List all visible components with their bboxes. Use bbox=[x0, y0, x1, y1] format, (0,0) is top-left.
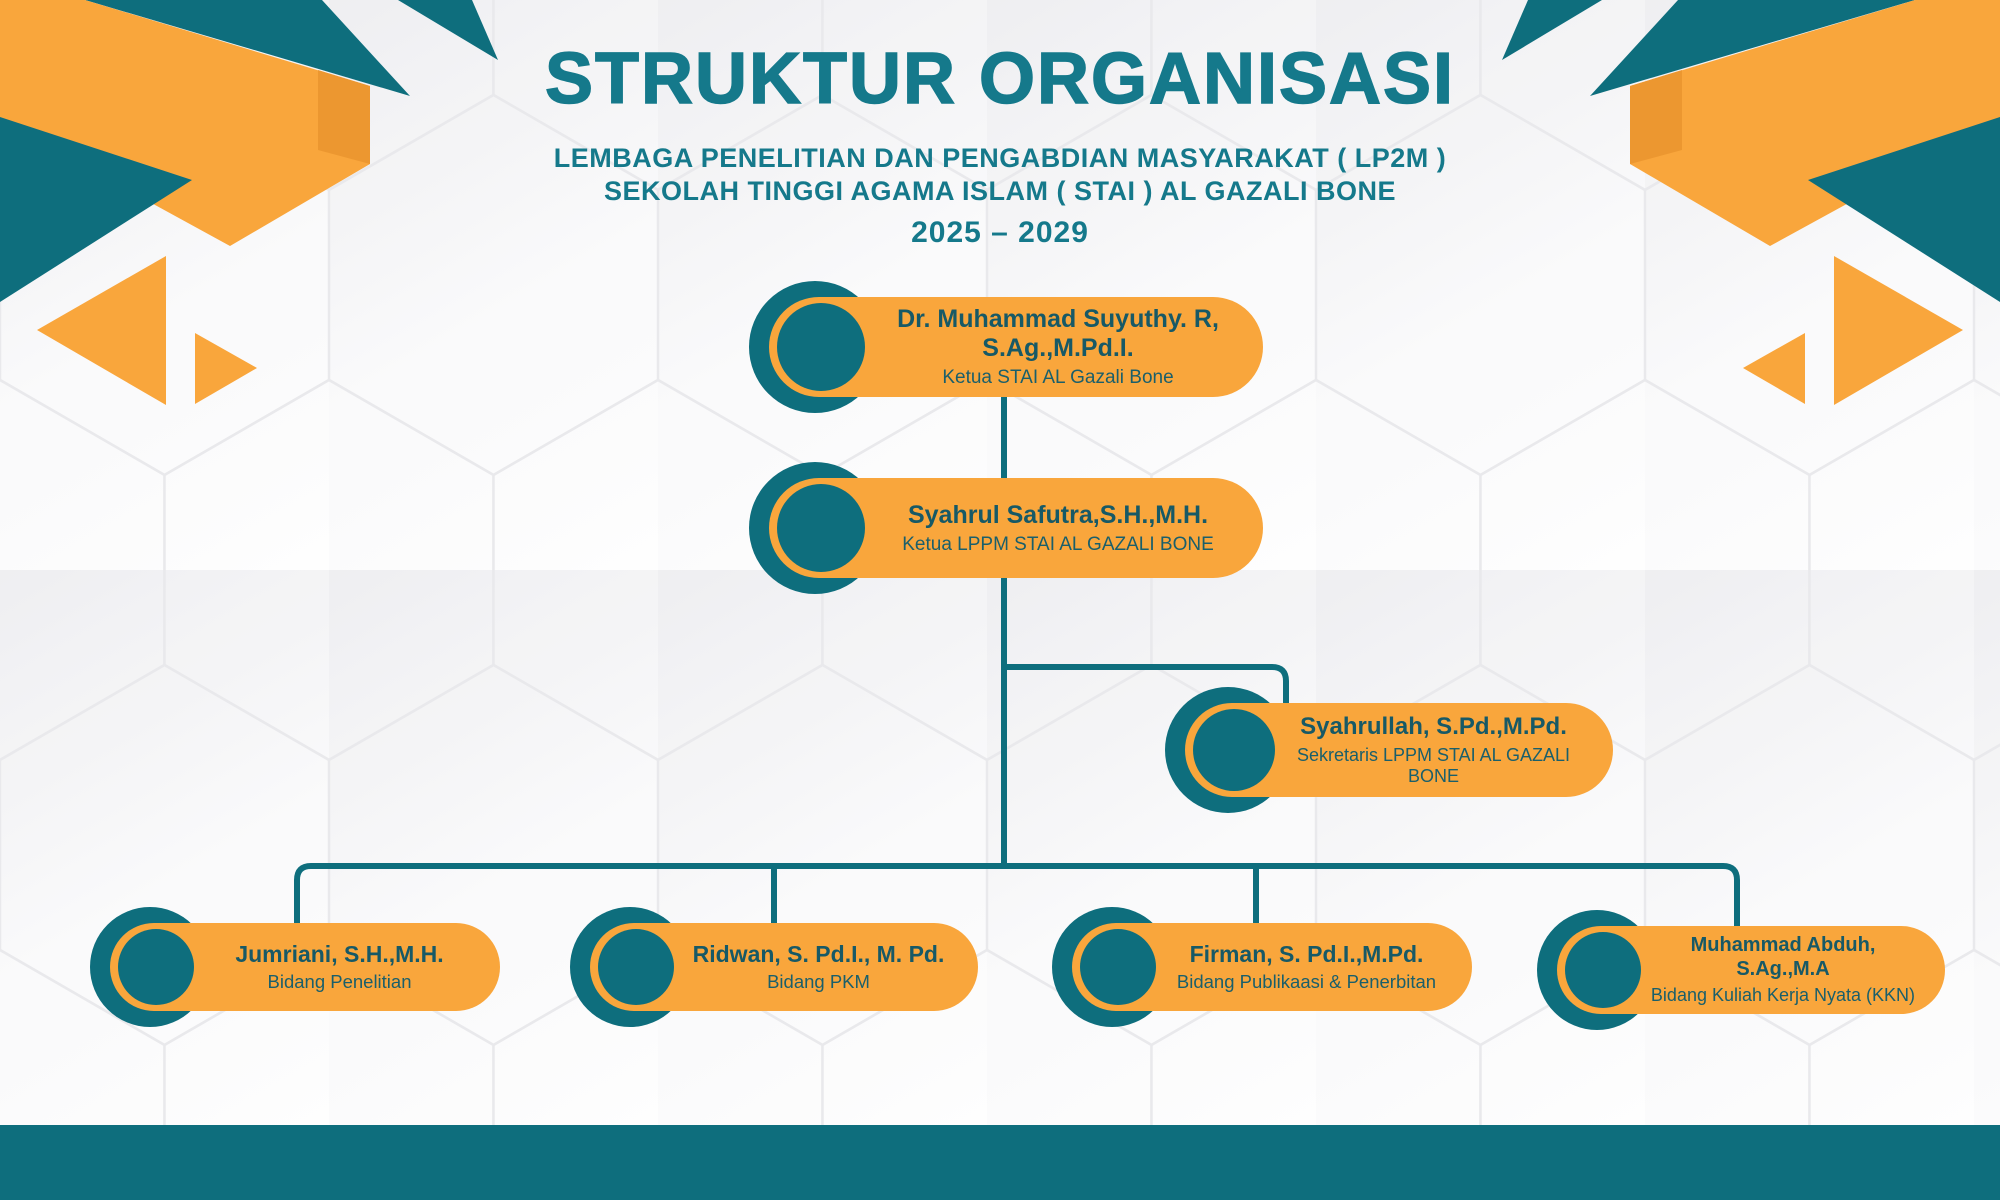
connector-branch-sekretaris bbox=[1004, 664, 1289, 706]
teal-band-shape bbox=[85, 0, 410, 96]
node-role: Sekretaris LPPM STAI AL GAZALI BONE bbox=[1296, 744, 1571, 786]
orange-triangle-small bbox=[1743, 333, 1805, 404]
node-role: Ketua STAI AL Gazali Bone bbox=[942, 367, 1174, 388]
node-pill: Dr. Muhammad Suyuthy. R, S.Ag.,M.Pd.I. K… bbox=[769, 297, 1263, 397]
orange-triangle-large bbox=[1834, 256, 1963, 405]
subtitle: LEMBAGA PENELITIAN DAN PENGABDIAN MASYAR… bbox=[0, 142, 2000, 208]
node-inner-circle bbox=[1193, 709, 1275, 791]
teal-wedge-shape bbox=[0, 117, 192, 302]
connector-bottom-rail bbox=[294, 863, 1740, 928]
page-title: STRUKTUR ORGANISASI bbox=[544, 38, 1455, 120]
corner-decoration-right bbox=[1502, 0, 2000, 405]
node-role: Bidang Kuliah Kerja Nyata (KKN) bbox=[1650, 984, 1916, 1005]
node-name: Ridwan, S. Pd.I., M. Pd. bbox=[692, 940, 945, 967]
node-inner-circle bbox=[777, 484, 865, 572]
node-inner-circle bbox=[598, 929, 674, 1005]
teal-sliver-shape bbox=[1502, 0, 1602, 60]
orange-band-shape bbox=[0, 0, 370, 246]
teal-wedge-shape bbox=[1808, 117, 2000, 302]
node-name: Syahrul Safutra,S.H.,M.H. bbox=[907, 500, 1209, 529]
node-name: Firman, S. Pd.I.,M.Pd. bbox=[1189, 940, 1424, 967]
node-role: Bidang Penelitian bbox=[267, 971, 412, 993]
header: STRUKTUR ORGANISASI LEMBAGA PENELITIAN D… bbox=[0, 0, 2000, 250]
bottom-bar bbox=[0, 1125, 2000, 1200]
orange-triangle-large bbox=[37, 256, 166, 405]
node-inner-circle bbox=[1565, 932, 1641, 1008]
node-role: Bidang Publikaasi & Penerbitan bbox=[1176, 971, 1437, 993]
node-role: Bidang PKM bbox=[767, 971, 870, 993]
node-name: Jumriani, S.H.,M.H. bbox=[235, 940, 444, 967]
orange-band-fold bbox=[318, 70, 370, 164]
teal-sliver-shape bbox=[398, 0, 498, 60]
node-name: Muhammad Abduh, S.Ag.,M.A bbox=[1690, 934, 1876, 980]
node-name: Syahrullah, S.Pd.,M.Pd. bbox=[1300, 713, 1567, 741]
node-inner-circle bbox=[1080, 929, 1156, 1005]
teal-band-shape bbox=[1590, 0, 1915, 96]
node-inner-circle bbox=[777, 303, 865, 391]
orange-triangle-small bbox=[195, 333, 257, 404]
period-years: 2025 – 2029 bbox=[911, 216, 1089, 249]
node-role: Ketua LPPM STAI AL GAZALI BONE bbox=[902, 533, 1214, 555]
orange-band-fold bbox=[1630, 70, 1682, 164]
corner-decoration-left bbox=[0, 0, 498, 405]
subtitle-line2: SEKOLAH TINGGI AGAMA ISLAM ( STAI ) AL G… bbox=[604, 176, 1396, 206]
node-name: Dr. Muhammad Suyuthy. R, S.Ag.,M.Pd.I. bbox=[897, 305, 1219, 362]
node-inner-circle bbox=[118, 929, 194, 1005]
subtitle-line1: LEMBAGA PENELITIAN DAN PENGABDIAN MASYAR… bbox=[553, 143, 1447, 173]
orange-band-shape bbox=[1630, 0, 2000, 246]
